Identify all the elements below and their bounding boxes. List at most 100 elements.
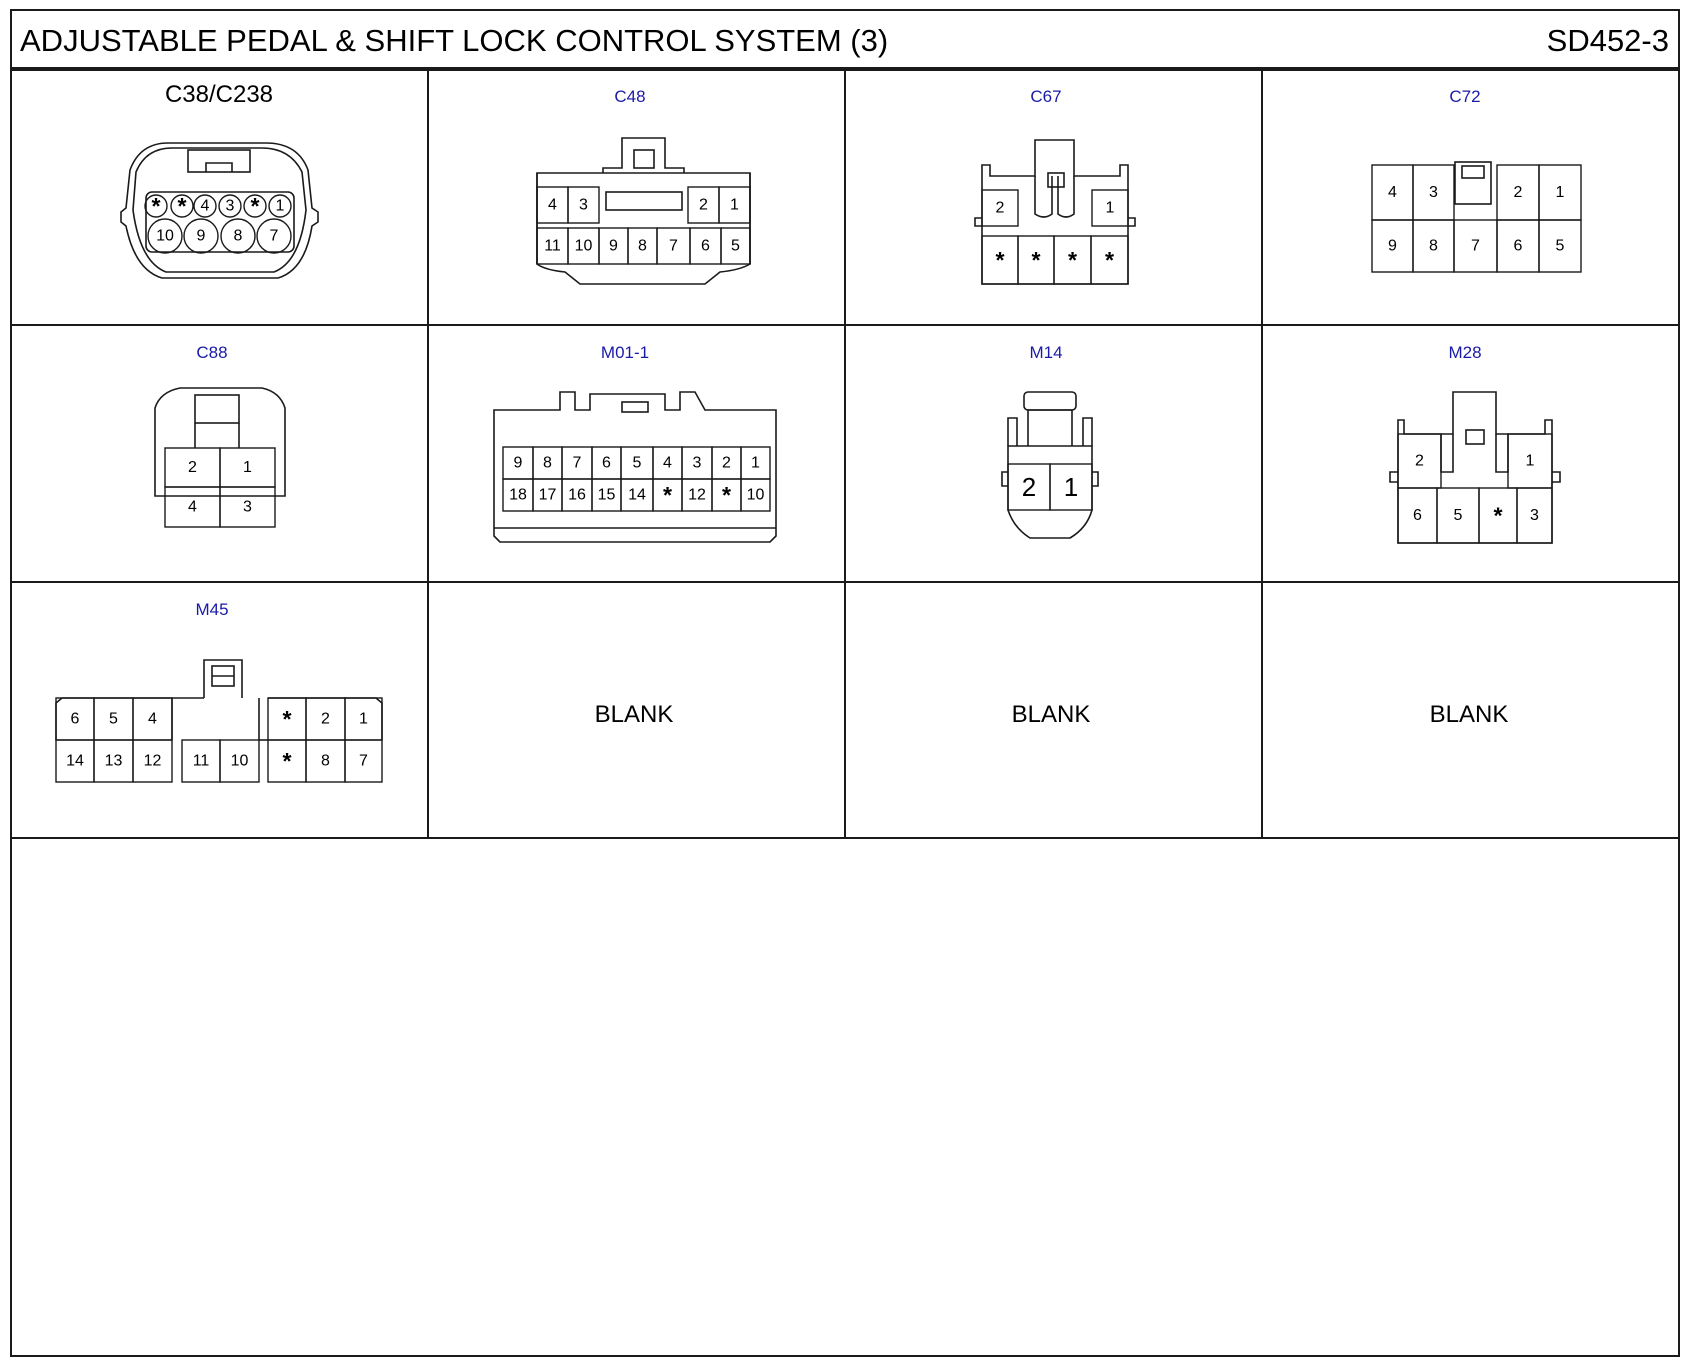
pin-label-m14: 1 (1064, 472, 1078, 502)
pin-label-m01-1: 15 (598, 487, 616, 504)
pin-label-c38-c238: 3 (226, 198, 235, 215)
pin-label-m28: 1 (1526, 453, 1535, 470)
connector-m01-1 (493, 391, 777, 543)
blank-cell-label: BLANK (595, 701, 674, 728)
pin-label-c67: 1 (1106, 200, 1115, 217)
pin-label-m28: 3 (1530, 507, 1539, 524)
pin-cell-c38-c238 (144, 194, 168, 218)
pin-label-c48: 3 (579, 197, 588, 214)
pin-label-m45: 7 (359, 753, 368, 770)
pin-label-m14: 2 (1022, 472, 1036, 502)
pin-cell-c72 (1538, 219, 1582, 273)
pin-label-m01-1: 5 (633, 455, 642, 472)
pin-label-m01-1: 9 (514, 455, 523, 472)
pin-label-m28: 5 (1454, 507, 1463, 524)
connector-label-c67: C67 (1030, 87, 1061, 106)
pin-label-m01-1: 8 (543, 455, 552, 472)
pin-label-m01-1: 6 (602, 455, 611, 472)
pin-cell-c67 (1091, 189, 1129, 227)
connector-label-m45: M45 (195, 600, 228, 619)
pin-label-c48: 11 (544, 238, 561, 255)
pin-label-c88: 1 (243, 459, 252, 476)
pin-cell-c38-c238 (147, 218, 183, 254)
pin-label-m01-1: * (663, 482, 672, 508)
pin-label-c72: 7 (1471, 238, 1480, 255)
pin-label-c38-c238: 8 (234, 228, 243, 245)
pin-label-m45: 13 (105, 753, 123, 770)
pin-label-c72: 1 (1556, 184, 1565, 201)
connector-drawings (55, 137, 1561, 741)
pin-label-m45: * (282, 706, 291, 732)
pin-cell-m14 (1049, 463, 1093, 511)
pin-label-c88: 2 (188, 459, 197, 476)
pin-label-c67: 2 (996, 200, 1005, 217)
pin-label-m28: * (1493, 503, 1502, 529)
pin-label-m01-1: 10 (747, 487, 765, 504)
connector-c88 (154, 387, 286, 497)
pin-label-c38-c238: 7 (270, 228, 279, 245)
pin-label-m45: 14 (66, 753, 84, 770)
pin-label-m45: 4 (148, 711, 157, 728)
pin-label-m45: 8 (321, 753, 330, 770)
pin-label-c48: 1 (730, 197, 739, 214)
pin-label-c72: 3 (1429, 184, 1438, 201)
pin-label-m01-1: 17 (539, 487, 557, 504)
pin-cell-m45 (219, 739, 260, 783)
pin-label-m01-1: 16 (568, 487, 586, 504)
pin-cell-m28 (1516, 487, 1553, 544)
connector-labels: C38/C238 C48 C67 C72 C88 M01-1 M14 M28 M… (165, 81, 1508, 728)
pin-cell-c38-c238 (218, 194, 242, 218)
pin-label-c88: 3 (243, 499, 252, 516)
pin-cell-c67 (1090, 235, 1129, 285)
pin-label-c88: 4 (188, 499, 197, 516)
pin-label-m28: 6 (1413, 507, 1422, 524)
pin-label-m28: 2 (1415, 453, 1424, 470)
pin-label-m01-1: 7 (573, 455, 582, 472)
pin-label-m01-1: 2 (722, 455, 731, 472)
pin-cell-c38-c238 (256, 218, 292, 254)
pin-cell-c38-c238 (220, 218, 256, 254)
pin-label-c67: * (1031, 247, 1040, 273)
pin-label-c38-c238: 10 (156, 228, 174, 245)
pin-cell-c38-c238 (243, 194, 267, 218)
pin-cell-c38-c238 (170, 194, 194, 218)
pin-label-c38-c238: * (151, 193, 160, 219)
page-code: SD452-3 (1547, 23, 1669, 58)
pin-label-c38-c238: * (177, 193, 186, 219)
pin-label-c48: 8 (638, 238, 647, 255)
pin-label-c48: 9 (609, 238, 618, 255)
pin-cell-c48 (567, 186, 600, 224)
pin-label-m01-1: 1 (751, 455, 760, 472)
pin-label-c38-c238: 1 (276, 198, 285, 215)
pin-cell-m45 (344, 739, 383, 783)
pin-cell-c48 (720, 227, 751, 265)
pin-label-c67: * (1105, 247, 1114, 273)
pin-label-c72: 8 (1429, 238, 1438, 255)
pin-cell-c67 (981, 189, 1019, 227)
blank-cell-label: BLANK (1012, 701, 1091, 728)
blank-cell-label: BLANK (1430, 701, 1509, 728)
connector-label-c48: C48 (614, 87, 645, 106)
pin-label-c38-c238: * (250, 193, 259, 219)
connector-label-c72: C72 (1449, 87, 1480, 106)
pin-label-m01-1: 4 (663, 455, 672, 472)
pin-label-m01-1: 14 (628, 487, 646, 504)
pin-label-m01-1: 12 (688, 487, 706, 504)
pin-cell-c38-c238 (183, 218, 219, 254)
pin-label-c38-c238: 4 (201, 198, 210, 215)
pin-label-m45: 11 (193, 753, 210, 770)
pin-label-m45: 10 (231, 753, 249, 770)
pin-label-c48: 4 (548, 197, 557, 214)
pin-label-m01-1: 3 (693, 455, 702, 472)
pin-cell-c38-c238 (193, 194, 217, 218)
connector-c67 (974, 139, 1136, 285)
pin-label-c72: 9 (1388, 238, 1397, 255)
pin-label-c48: 2 (699, 197, 708, 214)
sheet-frame (10, 9, 1680, 1357)
pin-cell-m45 (132, 739, 173, 783)
page-title: ADJUSTABLE PEDAL & SHIFT LOCK CONTROL SY… (20, 23, 888, 58)
connector-label-m01-1: M01-1 (601, 343, 649, 362)
pin-label-c72: 4 (1388, 184, 1397, 201)
pin-label-c38-c238: 9 (197, 228, 206, 245)
